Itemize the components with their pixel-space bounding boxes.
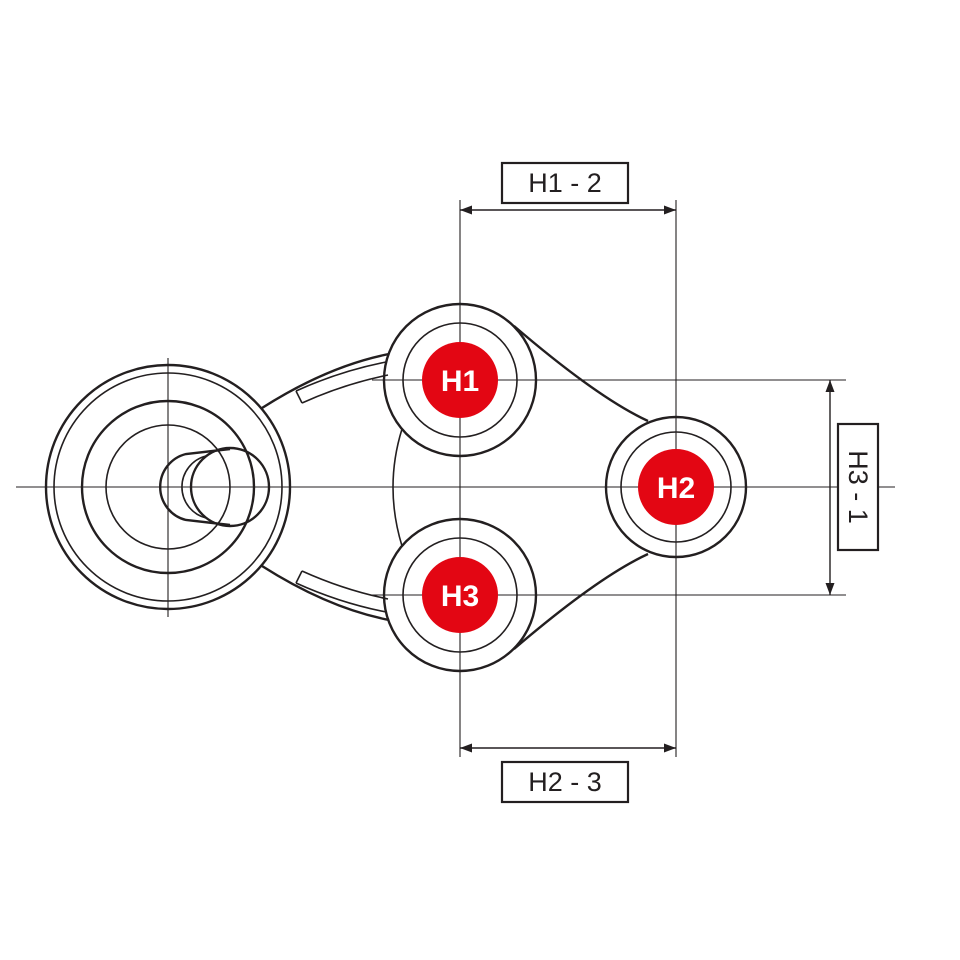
marker-h3-circle bbox=[422, 557, 498, 633]
h2-boss-inner bbox=[620, 431, 732, 543]
arm-top-edge bbox=[261, 352, 390, 410]
arrow-right-icon bbox=[664, 743, 676, 753]
arrow-down-icon bbox=[825, 583, 835, 595]
h3-boss-inner bbox=[402, 537, 518, 653]
marker-h2-circle bbox=[638, 449, 714, 525]
tab-bottom-outer bbox=[295, 582, 387, 613]
tab-bottom-inner bbox=[301, 570, 389, 600]
marker-h1-circle bbox=[422, 342, 498, 418]
h1-boss-outer bbox=[382, 302, 538, 458]
dimension-bottom-box bbox=[500, 760, 630, 804]
housing-inner-circle bbox=[105, 424, 231, 550]
web-top-right bbox=[513, 325, 649, 423]
dimension-bottom-label: H2 - 3 bbox=[528, 767, 602, 797]
tab-top-inner bbox=[301, 374, 389, 404]
marker-h2-label: H2 bbox=[657, 472, 695, 505]
tab-top-end bbox=[295, 390, 303, 404]
marker-h3-label: H3 bbox=[441, 580, 479, 613]
dimension-right: H3 - 1 bbox=[825, 380, 880, 595]
housing-second-circle bbox=[53, 372, 283, 602]
h1-boss-inner bbox=[402, 322, 518, 438]
housing-outer-circle bbox=[44, 363, 292, 611]
tab-top-outer bbox=[295, 361, 387, 392]
housing-bore-circle bbox=[80, 399, 256, 575]
tab-bottom-end bbox=[295, 570, 303, 584]
dimension-top: H1 - 2 bbox=[460, 161, 676, 215]
arrow-up-icon bbox=[825, 380, 835, 392]
h3-boss-outer bbox=[382, 517, 538, 673]
point-markers: H1 H2 H3 bbox=[422, 342, 714, 633]
web-left-waist bbox=[392, 428, 403, 547]
arm-bottom-edge bbox=[261, 564, 390, 622]
dimension-right-label: H3 - 1 bbox=[843, 450, 873, 524]
dimension-top-box bbox=[500, 161, 630, 205]
h2-boss-outer bbox=[604, 415, 748, 559]
stud-base-circle bbox=[189, 446, 271, 528]
dimension-right-box bbox=[836, 422, 880, 552]
arrow-left-icon bbox=[460, 205, 472, 215]
dimension-bottom: H2 - 3 bbox=[460, 743, 676, 804]
arrow-left-icon bbox=[460, 743, 472, 753]
stud-shaft bbox=[159, 447, 231, 527]
part-drawing bbox=[44, 302, 748, 673]
dimension-top-label: H1 - 2 bbox=[528, 168, 602, 198]
centerlines bbox=[16, 200, 895, 757]
marker-h1-label: H1 bbox=[441, 365, 479, 398]
web-bottom-right bbox=[513, 552, 649, 650]
arrow-right-icon bbox=[664, 205, 676, 215]
stud-cap-detail bbox=[181, 455, 207, 519]
